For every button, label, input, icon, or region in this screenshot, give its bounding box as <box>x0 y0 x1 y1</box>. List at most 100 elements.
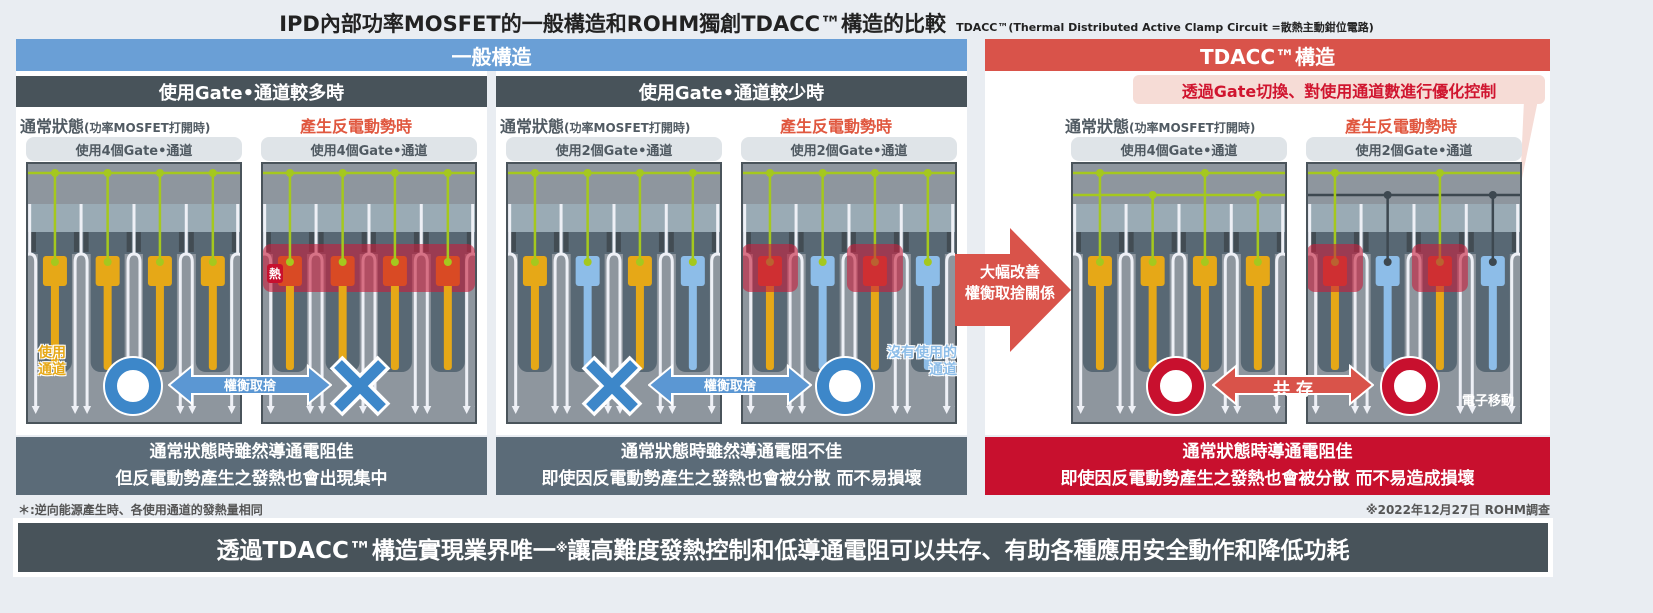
notch <box>1276 232 1282 252</box>
notch <box>946 232 952 252</box>
electron-move-label: 電子移動 <box>1462 394 1515 409</box>
notch <box>1363 232 1369 252</box>
notch <box>1353 232 1359 252</box>
notch <box>893 232 899 252</box>
gate-node <box>155 169 164 177</box>
gate-node <box>208 169 217 177</box>
gate-head <box>277 256 302 286</box>
current-arrowhead <box>563 406 572 414</box>
gate-node <box>923 258 932 266</box>
notch <box>553 232 559 252</box>
gate-head <box>435 256 460 286</box>
tradeoff-arrow-label: 權衡取捨 <box>703 379 756 394</box>
gate-node <box>1200 169 1209 177</box>
gate-head <box>522 256 547 286</box>
notch <box>1118 232 1124 252</box>
current-arrowhead <box>903 406 912 414</box>
gate-stem <box>443 262 452 370</box>
gate-node <box>1330 169 1339 177</box>
gate-node <box>285 169 294 177</box>
gate-node <box>338 258 347 266</box>
gate-node <box>530 258 539 266</box>
current-arrowhead <box>1507 406 1516 414</box>
gate-node <box>818 258 827 266</box>
label-backemf-2: 產生反電動勢時 <box>780 117 893 136</box>
gate-stem <box>530 262 539 370</box>
result-few-gates: 通常狀態時雖然導通電阻不佳即使因反電動勢產生之發熱也會被分散 而不易損壞 <box>496 437 967 495</box>
notch <box>30 232 36 252</box>
gate-stem <box>208 262 217 370</box>
gate-stem <box>1383 262 1392 370</box>
gate-node <box>1488 191 1497 199</box>
gate-count-pill: 使用4個Gate•通道 <box>26 137 242 161</box>
callout-pointer <box>1520 100 1538 188</box>
notch <box>135 232 141 252</box>
label-backemf-1: 產生反電動勢時 <box>300 117 413 136</box>
current-arrowhead <box>719 406 720 407</box>
gate-stem <box>390 262 399 370</box>
gate-stem <box>338 262 347 370</box>
current-arrowhead <box>83 406 92 414</box>
gate-head <box>382 256 407 286</box>
current-path <box>658 204 674 408</box>
label-normal-2: 通常狀態(功率MOSFET打開時) <box>500 117 691 136</box>
current-arrowhead <box>227 406 236 414</box>
gate-head <box>810 256 835 286</box>
used-channel-label: 使用通道 <box>38 345 66 378</box>
gate-stem <box>1095 262 1104 370</box>
notch <box>510 232 516 252</box>
notch <box>83 232 89 252</box>
heat-zone <box>743 244 798 292</box>
current-path <box>553 204 569 408</box>
coexist-arrow-label: 共 存 <box>1273 380 1313 400</box>
gate-node <box>923 169 932 177</box>
current-arrowhead <box>1351 406 1360 414</box>
gate-stem <box>583 262 592 370</box>
label-backemf-3: 產生反電動勢時 <box>1345 117 1458 136</box>
tdacc-structure-header: TDACC™構造 <box>985 39 1550 71</box>
gate-node <box>635 258 644 266</box>
heat-zone <box>1308 244 1363 292</box>
gate-node <box>1435 169 1444 177</box>
current-arrowhead <box>239 406 240 407</box>
tradeoff-arrow <box>648 364 812 406</box>
heat-label: 熱 <box>267 264 284 283</box>
gate-node <box>1383 258 1392 266</box>
gate-node <box>688 258 697 266</box>
notch <box>1128 232 1134 252</box>
notch <box>668 232 674 252</box>
notch <box>606 232 612 252</box>
current-arrowhead <box>1116 406 1125 414</box>
notch <box>1233 232 1239 252</box>
current-arrowhead <box>656 406 665 414</box>
current-arrowhead <box>71 406 80 414</box>
general-structure-header: 一般構造 <box>16 39 967 71</box>
notch <box>850 232 856 252</box>
gate-stem <box>688 262 697 370</box>
current-arrowhead <box>462 406 471 414</box>
current-arrowhead <box>798 406 807 414</box>
current-path <box>710 204 720 408</box>
gate-head <box>915 256 940 286</box>
current-arrowhead <box>891 406 900 414</box>
gate-stem <box>818 262 827 370</box>
current-path <box>230 204 240 408</box>
gate-head <box>1245 256 1270 286</box>
gate-node <box>155 258 164 266</box>
result-tdacc: 通常狀態時導通電阻佳即使因反電動勢產生之發熱也會被分散 而不易造成損壞 <box>985 437 1550 495</box>
gate-count-pill: 使用4個Gate•通道 <box>261 137 477 161</box>
result-many-gates: 通常狀態時雖然導通電阻佳但反電動勢產生之發熱也會出現集中 <box>16 437 487 495</box>
gate-node <box>583 169 592 177</box>
current-arrowhead <box>551 406 560 414</box>
current-path <box>28 204 38 408</box>
heading-few-gates: 使用Gate•通道較少時 <box>496 76 967 107</box>
footnote: ＊:逆向能源產生時、各使用通道的發熱量相同 <box>18 503 263 517</box>
notch <box>413 232 419 252</box>
circle-good-icon <box>1146 356 1206 416</box>
gate-head <box>1375 256 1400 286</box>
gate-head <box>1087 256 1112 286</box>
gate-count-pill: 使用2個Gate•通道 <box>506 137 722 161</box>
gate-node <box>688 169 697 177</box>
current-arrowhead <box>423 406 432 414</box>
gate-node <box>390 169 399 177</box>
